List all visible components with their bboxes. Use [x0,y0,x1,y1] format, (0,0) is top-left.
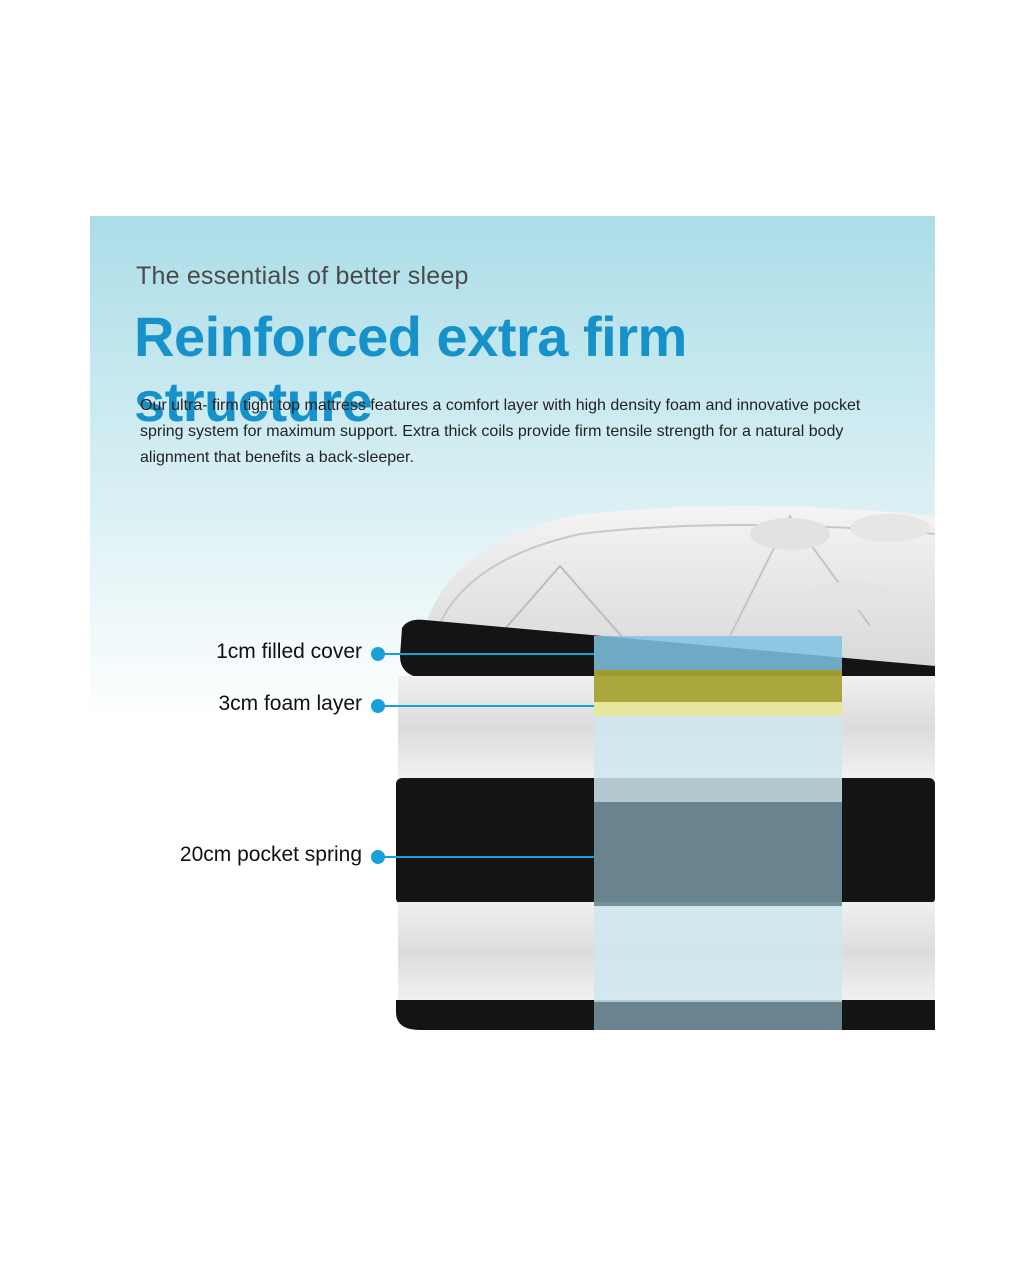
callout-dot-spring [371,850,385,864]
cover-layer-label: 1cm filled cover [216,640,362,663]
description: Our ultra- firm tight top mattress featu… [140,397,861,466]
callout-lines [371,647,594,864]
eyebrow-text: The essentials of better sleep [136,262,469,290]
callout-dot-cover [371,647,385,661]
mattress-top [425,506,935,666]
bottom-layer-overlay [594,1002,842,1030]
spring-layer-lower-overlay [594,906,842,1002]
product-panel: The essentials of better sleep Reinforce… [90,216,935,1030]
callout-dot-foam [371,699,385,713]
spring-layer-overlay [594,802,842,906]
mattress-cross-section [371,506,935,1030]
spring-layer-upper-overlay [594,716,842,802]
spring-layer-label: 20cm pocket spring [179,843,362,866]
headline: Reinforced extra firm structure [134,305,687,433]
foam-layer-overlay [594,670,842,702]
cover-layer-overlay [594,636,842,670]
foam-layer-highlight [594,702,842,716]
foam-layer-label: 3cm foam layer [218,692,362,715]
